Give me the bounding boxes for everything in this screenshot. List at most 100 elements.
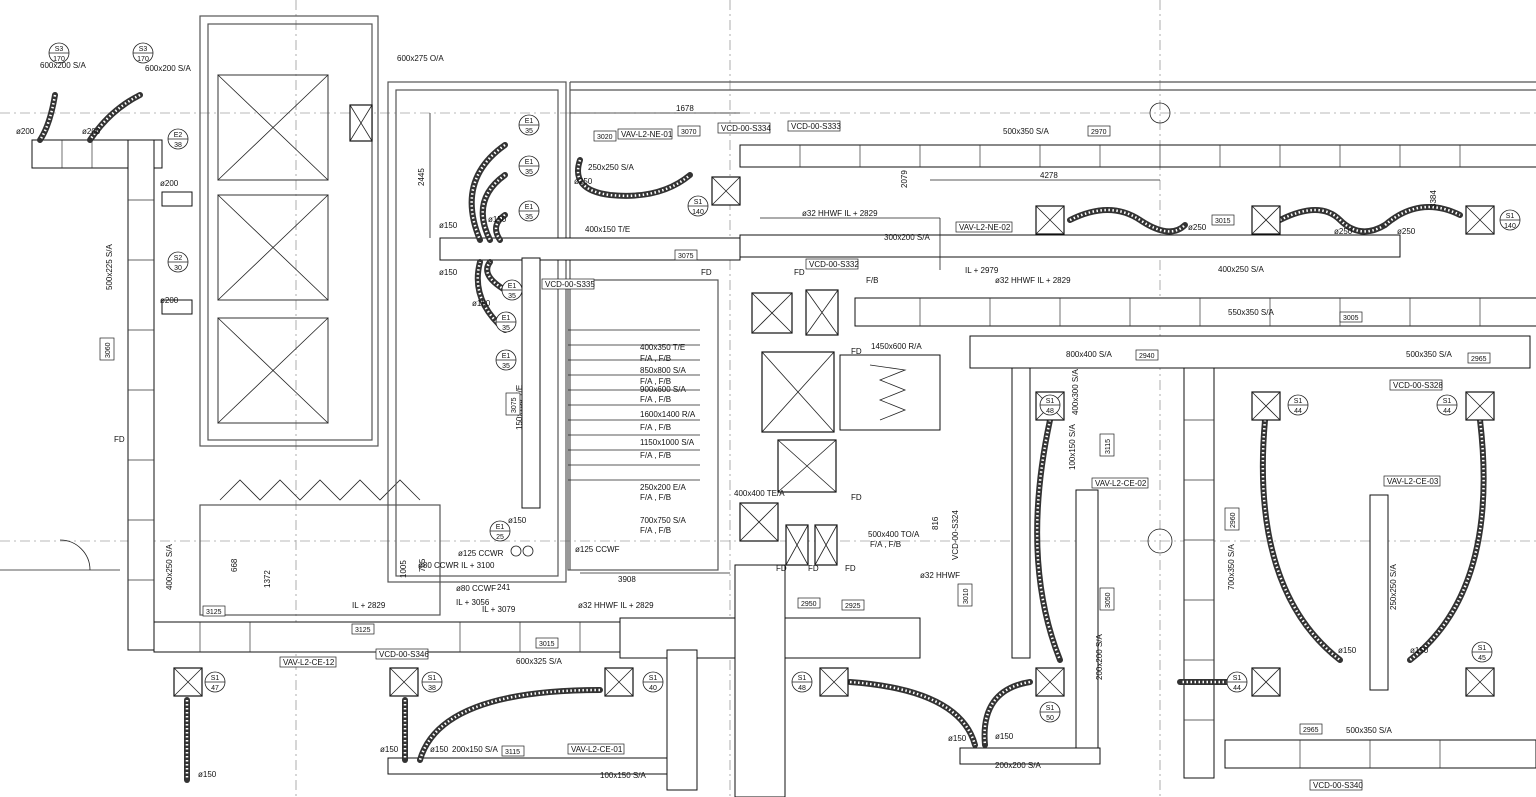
dimension: 705 <box>418 558 427 572</box>
diffuser-cfm: 44 <box>1443 408 1451 415</box>
duct-size-label: F/A , F/B <box>640 423 671 432</box>
diffuser-type: E1 <box>525 159 534 166</box>
equipment-tag: VAV-L2-NE-02 <box>959 223 1011 232</box>
dimension: 3384 <box>1429 190 1438 208</box>
level-tag: 3115 <box>1105 439 1112 454</box>
duct-size-label: 400x250 S/A <box>165 544 174 590</box>
duct-size-label: 400x400 TE/A <box>734 489 785 498</box>
dimension: 2079 <box>900 170 909 188</box>
riser-shaft <box>761 351 835 433</box>
diameter-label: ø250 <box>574 177 593 186</box>
duct-size-label: F/A , F/B <box>640 395 671 404</box>
level-tag: 3015 <box>1215 218 1231 225</box>
diameter-label: ø150 <box>508 516 527 525</box>
dimension: 816 <box>931 516 940 530</box>
diffuser-cfm: 35 <box>508 293 516 300</box>
flexible-ducts <box>37 92 1487 783</box>
diffuser-cfm: 170 <box>137 56 149 63</box>
pipe-label: IL + 2979 <box>965 266 999 275</box>
fire-damper-label: FD <box>776 564 787 573</box>
duct-size-label: 400x250 S/A <box>1218 265 1264 274</box>
equipment-tag: VCD-00-S333 <box>791 122 841 131</box>
diffuser-type: S1 <box>649 675 658 682</box>
equipment-tag: VAV-L2-CE-01 <box>571 745 623 754</box>
duct-size-label: 550x350 S/A <box>1228 308 1274 317</box>
fire-damper-label: FD <box>701 268 712 277</box>
duct-size-label: F/A , F/B <box>640 377 671 386</box>
diffuser-cfm: 35 <box>502 325 510 332</box>
pipe-label: ø32 HHWF IL + 2829 <box>578 601 654 610</box>
dimension: 1372 <box>263 570 272 588</box>
riser-shaft <box>739 502 779 542</box>
level-tag: 2965 <box>1471 356 1487 363</box>
duct-size-label: 1600x1400 R/A <box>640 410 696 419</box>
grille <box>1465 391 1495 421</box>
duct-size-label: 400x300 S/A <box>1071 369 1080 415</box>
diffuser-cfm: 48 <box>1046 408 1054 415</box>
diffuser-type: S1 <box>1443 398 1452 405</box>
duct-size-label: F/A , F/B <box>640 493 671 502</box>
level-tag: 2940 <box>1139 353 1155 360</box>
equipment-tag: VAV-L2-CE-03 <box>1387 477 1439 486</box>
duct-size-label: 900x600 S/A <box>640 385 686 394</box>
duct-size-label: 200x150 S/A <box>452 745 498 754</box>
diameter-label: ø250 <box>1397 227 1416 236</box>
diffuser-type: S2 <box>174 255 183 262</box>
diffuser-cfm: 35 <box>525 128 533 135</box>
fire-damper-label: FD <box>808 564 819 573</box>
diffuser-type: S1 <box>1478 645 1487 652</box>
diameter-label: ø150 <box>995 732 1014 741</box>
equipment-tag: VCD-00-S328 <box>1393 381 1443 390</box>
grille <box>173 667 203 697</box>
ductwork <box>31 139 1536 797</box>
diffuser-cfm: 140 <box>692 209 704 216</box>
diffuser-type: E1 <box>508 283 517 290</box>
fire-damper-label: FD <box>851 347 862 356</box>
level-tags: 3020 3070 2970 3075 3005 2940 2965 3060 … <box>99 125 1491 757</box>
diameter-label: ø150 <box>472 299 491 308</box>
diffuser-type: S3 <box>55 46 64 53</box>
diffuser-type: E2 <box>174 132 183 139</box>
equipment-tag: VAV-L2-CE-02 <box>1095 479 1147 488</box>
grille <box>604 667 634 697</box>
diameter-label: ø200 <box>160 179 179 188</box>
riser-shaft <box>349 104 373 142</box>
diffuser-type: S1 <box>1233 675 1242 682</box>
diameter-label: ø200 <box>16 127 35 136</box>
dimension: 1005 <box>399 560 408 578</box>
level-tag: 3005 <box>1343 315 1359 322</box>
duct-size-label: 250x250 S/A <box>1389 564 1398 610</box>
duct-size-label: 250x250 S/A <box>588 163 634 172</box>
diameter-label: ø200 <box>160 296 179 305</box>
diffuser-cfm: 50 <box>1046 715 1054 722</box>
level-tag: 3125 <box>206 609 222 616</box>
level-tag: 3115 <box>505 749 520 756</box>
diffuser-cfm: 44 <box>1233 685 1241 692</box>
diffuser-cfm: 38 <box>428 685 436 692</box>
duct-size-label: F/A , F/B <box>640 526 671 535</box>
diffuser-cfm: 35 <box>502 363 510 370</box>
level-tag: 3125 <box>355 627 371 634</box>
diffuser-cfm: 45 <box>1478 655 1486 662</box>
diameter-label: ø150 <box>948 734 967 743</box>
pipe-label: ø32 HHWF IL + 2829 <box>995 276 1071 285</box>
diffuser-cfm: 47 <box>211 685 219 692</box>
duct-size-label: 200x200 S/A <box>1095 634 1104 680</box>
dimension: 1678 <box>676 104 694 113</box>
level-tag: 2925 <box>845 603 861 610</box>
stair-treads <box>568 329 700 481</box>
dimension-lines: 1678 2445 2079 4278 3384 3908 668 1372 1… <box>230 104 1438 592</box>
diameter-label: ø150 <box>198 770 217 779</box>
level-tag: 2960 <box>1230 512 1237 528</box>
